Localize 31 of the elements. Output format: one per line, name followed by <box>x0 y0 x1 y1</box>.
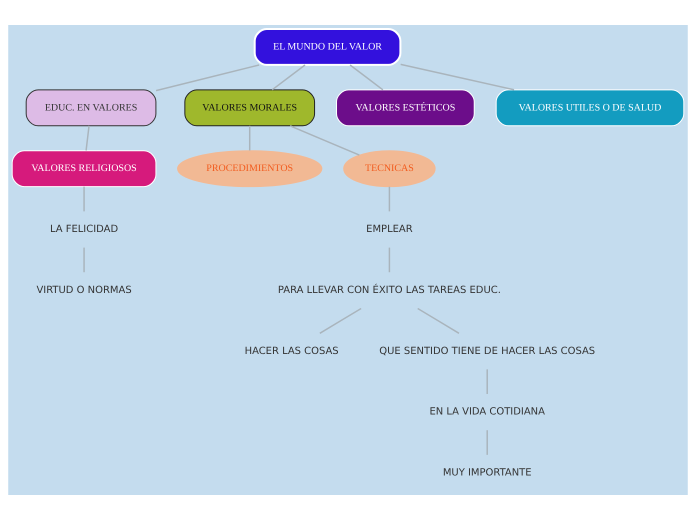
node-text: QUE SENTIDO TIENE DE HACER LAS COSAS <box>379 346 596 357</box>
connector <box>272 64 306 90</box>
connector <box>388 186 390 212</box>
node-text: HACER LAS COSAS <box>244 346 339 357</box>
node-text: PARA LLEVAR CON ÉXITO LAS TAREAS EDUC. <box>278 284 501 296</box>
connector <box>486 369 488 394</box>
connector <box>156 64 260 92</box>
connector <box>248 126 250 150</box>
connector <box>83 186 85 212</box>
connector <box>319 308 362 334</box>
node-box: VALORES ESTÉTICOS <box>336 89 475 126</box>
node-box: VALORES MORALES <box>184 89 316 126</box>
node-box: EL MUNDO DEL VALOR <box>254 28 402 66</box>
connector <box>85 126 90 151</box>
connector <box>83 248 85 272</box>
node-ellipse: TECNICAS <box>343 150 436 188</box>
node-text: LA FELICIDAD <box>50 224 118 236</box>
connector <box>417 308 460 334</box>
connector <box>388 248 390 272</box>
connector <box>486 430 488 455</box>
node-text: EN LA VIDA COTIDIANA <box>429 406 545 418</box>
node-text: MUY IMPORTANTE <box>442 468 532 479</box>
node-box: EDUC. EN VALORES <box>26 89 156 126</box>
connector <box>290 125 360 156</box>
node-box: VALORES RELIGIOSOS <box>12 150 156 188</box>
node-text: EMPLEAR <box>366 224 413 236</box>
node-ellipse: PROCEDIMIENTOS <box>177 150 322 188</box>
node-text: VIRTUD O NORMAS <box>36 284 132 296</box>
connector <box>400 64 514 91</box>
connector <box>350 64 384 90</box>
node-box: VALORES UTILES O DE SALUD <box>496 89 684 126</box>
